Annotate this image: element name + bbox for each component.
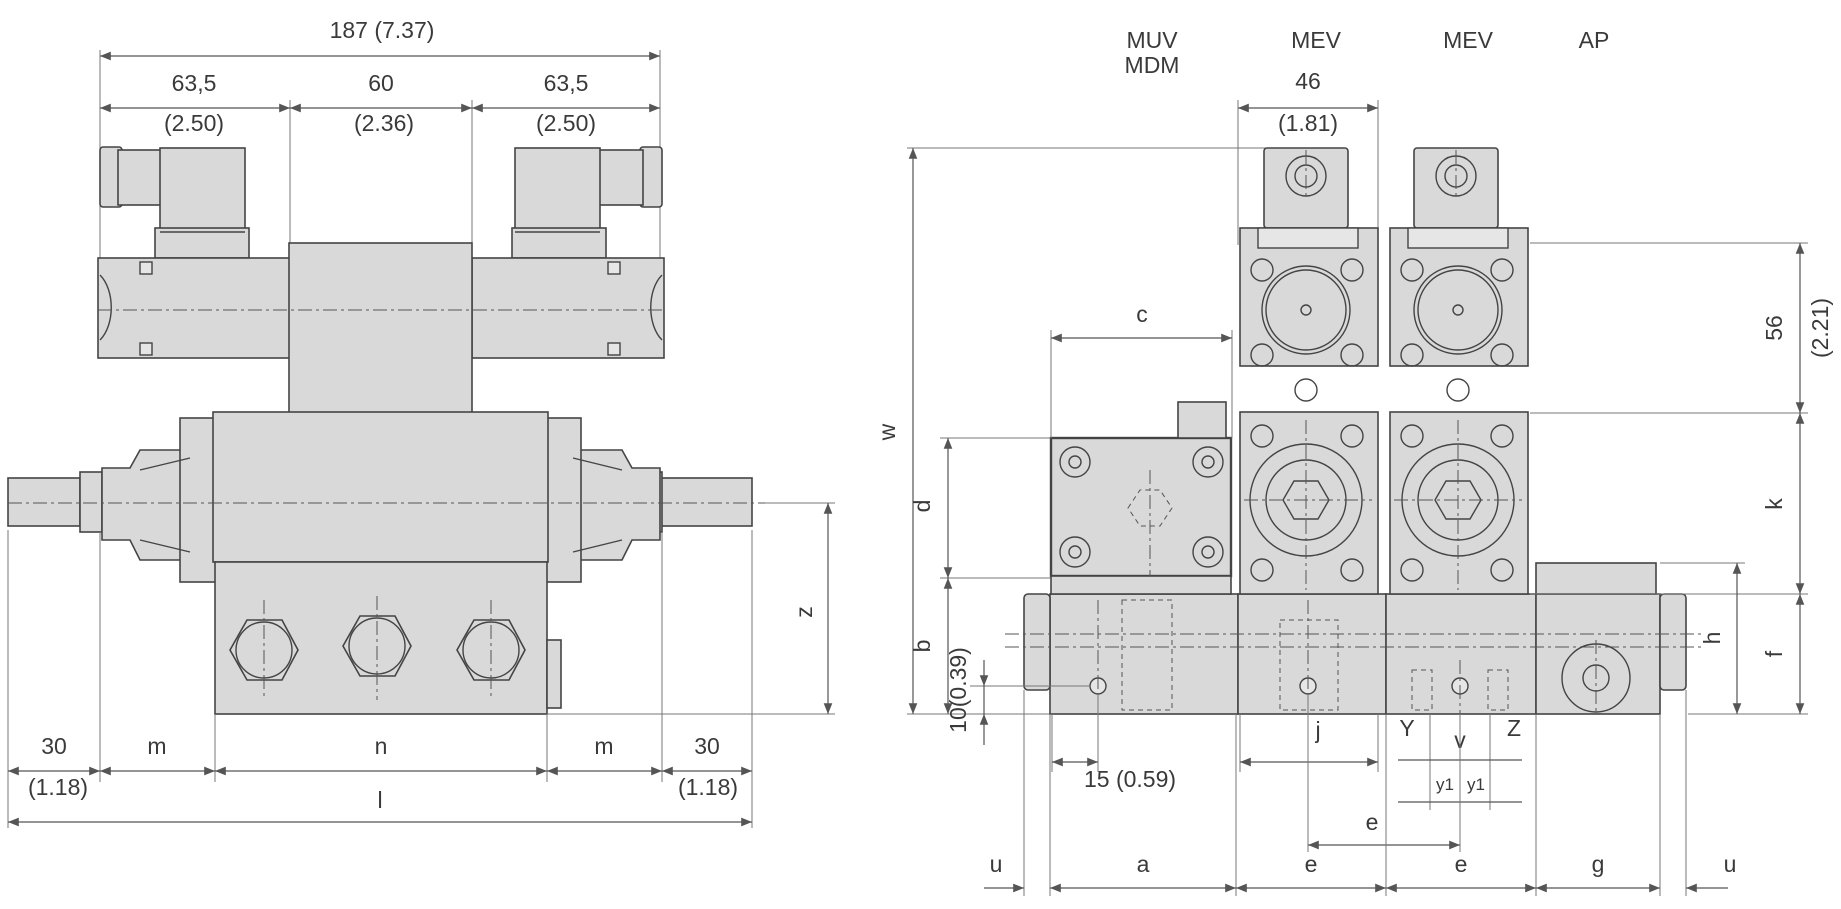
offset-dimensions: 15 (0.59) e bbox=[1051, 694, 1461, 852]
right-vertical-dimensions: 56 (2.21) k h f bbox=[1530, 242, 1833, 715]
header-mev-2: MEV bbox=[1443, 27, 1494, 53]
dim-f: f bbox=[1761, 650, 1787, 657]
dim-left-in: (2.50) bbox=[164, 110, 224, 136]
dim-m-right: m bbox=[594, 733, 613, 759]
dim-y1-left: y1 bbox=[1436, 775, 1454, 794]
dim-center-in: (2.36) bbox=[354, 110, 414, 136]
module-headers: MUV MDM MEV MEV AP bbox=[1125, 27, 1610, 78]
front-view: 187 (7.37) 63,5 60 63,5 (2.50) (2.36) (2… bbox=[7, 17, 835, 828]
front-z-dimension: z bbox=[547, 502, 835, 715]
dim-right-mm: 63,5 bbox=[544, 70, 589, 96]
dim-181: (1.81) bbox=[1278, 110, 1338, 136]
dim-46: 46 bbox=[1295, 68, 1321, 94]
dim-d: d bbox=[909, 500, 935, 513]
dim-left-mm: 63,5 bbox=[172, 70, 217, 96]
side-bottom-dimensions: u a e e g u bbox=[984, 690, 1736, 896]
mev-module-2 bbox=[1389, 147, 1529, 595]
dim-118-left: (1.18) bbox=[28, 774, 88, 800]
dim-15-059: 15 (0.59) bbox=[1084, 766, 1176, 792]
dim-30-left: 30 bbox=[41, 733, 67, 759]
dim-m-left: m bbox=[147, 733, 166, 759]
dim-a: a bbox=[1137, 851, 1150, 877]
dim-b: b bbox=[909, 640, 935, 653]
dim-y1-right: y1 bbox=[1467, 775, 1485, 794]
front-top-dimensions: 187 (7.37) 63,5 60 63,5 (2.50) (2.36) (2… bbox=[99, 17, 661, 260]
left-solenoid-connector bbox=[99, 146, 250, 259]
dim-e-1: e bbox=[1305, 851, 1318, 877]
coil-assembly bbox=[97, 242, 665, 414]
valve-body bbox=[7, 411, 765, 583]
port-Y: Y bbox=[1399, 715, 1414, 741]
left-vertical-dimensions: d b 10(0.39) bbox=[909, 437, 1090, 745]
w-dimension: w bbox=[874, 147, 1290, 715]
mev-width-dimension: 46 (1.81) bbox=[1237, 68, 1379, 245]
subplate bbox=[214, 561, 562, 715]
side-view: MUV MDM MEV MEV AP 46 (1.81) w bbox=[874, 27, 1833, 896]
port-spacing-dimensions: j Y v Z y1 y1 bbox=[1239, 714, 1522, 810]
dim-c: c bbox=[1136, 301, 1148, 327]
dim-e-2: e bbox=[1455, 851, 1468, 877]
header-mev-1: MEV bbox=[1291, 27, 1342, 53]
dim-56: 56 bbox=[1761, 315, 1787, 341]
dim-right-in: (2.50) bbox=[536, 110, 596, 136]
mev-module-1 bbox=[1239, 147, 1379, 595]
dim-221: (2.21) bbox=[1807, 298, 1833, 358]
dim-u-right: u bbox=[1724, 851, 1737, 877]
header-muv: MUV bbox=[1126, 27, 1178, 53]
dim-30-right: 30 bbox=[694, 733, 720, 759]
dim-e-mid: e bbox=[1366, 809, 1379, 835]
dim-g: g bbox=[1592, 851, 1605, 877]
port-Z: Z bbox=[1507, 715, 1521, 741]
dim-h: h bbox=[1699, 632, 1725, 645]
right-solenoid-connector bbox=[511, 146, 663, 259]
dim-u-left: u bbox=[990, 851, 1003, 877]
dim-w: w bbox=[874, 423, 900, 441]
dim-overall: 187 (7.37) bbox=[330, 17, 435, 43]
dim-10-039: 10(0.39) bbox=[945, 647, 971, 733]
c-dimension: c bbox=[1050, 301, 1233, 438]
front-bottom-dimensions: 30 m n m 30 (1.18) (1.18) l bbox=[7, 530, 753, 828]
dim-118-right: (1.18) bbox=[678, 774, 738, 800]
header-mdm: MDM bbox=[1125, 52, 1180, 78]
dim-center-mm: 60 bbox=[368, 70, 394, 96]
muv-mdm-module bbox=[1049, 401, 1233, 595]
header-ap: AP bbox=[1579, 27, 1610, 53]
dim-l: l bbox=[377, 787, 382, 813]
dim-k: k bbox=[1761, 498, 1787, 510]
dim-j: j bbox=[1314, 717, 1320, 743]
manifold-base bbox=[1005, 562, 1705, 715]
dim-n: n bbox=[375, 733, 388, 759]
dim-z: z bbox=[791, 606, 817, 618]
